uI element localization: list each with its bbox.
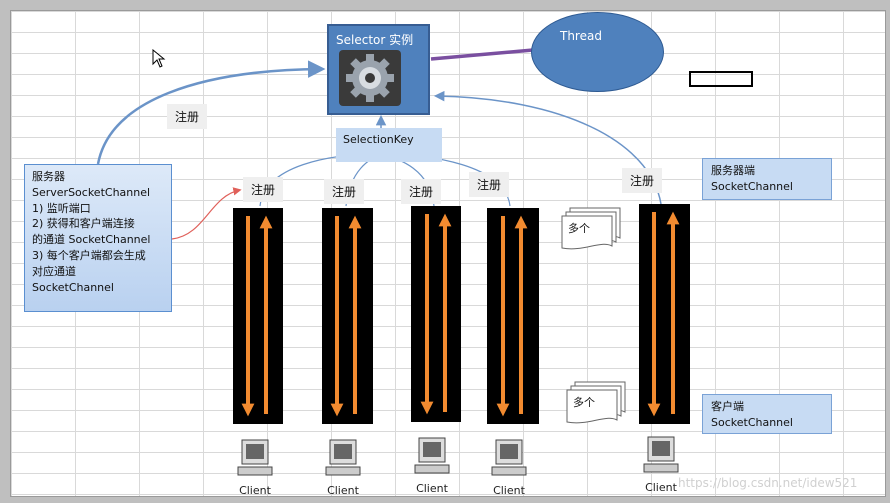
server-box-line: 的通道 SocketChannel bbox=[32, 233, 151, 247]
server-box-line: 3) 每个客户端都会生成 bbox=[32, 248, 146, 262]
client-1: Client bbox=[230, 437, 280, 499]
gear-icon bbox=[339, 50, 401, 106]
client-label: Client bbox=[493, 484, 525, 497]
document-stack-icon bbox=[561, 207, 621, 250]
register-label-4: 注册 bbox=[469, 172, 510, 197]
thread-label: Thread bbox=[560, 29, 602, 43]
server-box-line: ServerSocketChannel bbox=[32, 185, 151, 199]
watermark: https://blog.csdn.net/idew521 bbox=[678, 476, 858, 490]
selector-box: Selector 实例 bbox=[327, 24, 430, 115]
client-side-line2: SocketChannel bbox=[711, 416, 793, 429]
server-box-line: 2) 获得和客户端连接 bbox=[32, 217, 135, 231]
client-label: Client bbox=[239, 484, 271, 497]
multiple-stack-top: 多个 bbox=[560, 206, 626, 252]
selectionkey-label: SelectionKey bbox=[336, 128, 442, 162]
selected-cell[interactable] bbox=[689, 71, 753, 87]
channel-2 bbox=[322, 208, 373, 424]
server-box-line: 服务器 bbox=[32, 170, 65, 183]
server-socket-channel-box: 服务器 ServerSocketChannel 1) 监听端口 2) 获得和客户… bbox=[24, 164, 172, 312]
register-label-1: 注册 bbox=[243, 177, 284, 202]
computer-icon bbox=[237, 439, 273, 476]
register-label-5: 注册 bbox=[622, 168, 663, 193]
server-box-line: SocketChannel bbox=[32, 280, 114, 294]
server-box-line: 1) 监听端口 bbox=[32, 201, 91, 215]
channel-4 bbox=[487, 208, 539, 424]
register-label-server: 注册 bbox=[167, 104, 208, 129]
server-register-arrow bbox=[96, 60, 326, 165]
server-to-register-link bbox=[171, 187, 242, 240]
computer-icon bbox=[414, 437, 450, 474]
client-5: Client bbox=[636, 434, 686, 496]
document-stack-icon bbox=[566, 381, 626, 424]
multiple-label-bottom: 多个 bbox=[573, 396, 595, 409]
multiple-stack-bottom: 多个 bbox=[565, 380, 631, 426]
client-label: Client bbox=[327, 484, 359, 497]
channel-1 bbox=[233, 208, 283, 424]
register-label-3: 注册 bbox=[401, 179, 442, 204]
client-4: Client bbox=[484, 437, 534, 499]
client-2: Client bbox=[318, 437, 368, 499]
computer-icon bbox=[491, 439, 527, 476]
mouse-cursor-icon bbox=[152, 49, 166, 68]
server-side-label: 服务器端 SocketChannel bbox=[702, 158, 832, 200]
client-3: Client bbox=[407, 435, 457, 497]
client-side-label: 客户端 SocketChannel bbox=[702, 394, 832, 434]
server-side-line1: 服务器端 bbox=[711, 164, 755, 177]
selector-title: Selector 实例 bbox=[336, 33, 414, 47]
client-label: Client bbox=[645, 481, 677, 494]
register-label-2: 注册 bbox=[324, 179, 365, 204]
computer-icon bbox=[325, 439, 361, 476]
thread-link bbox=[430, 48, 534, 61]
client-side-line1: 客户端 bbox=[711, 400, 744, 413]
server-box-line: 对应通道 bbox=[32, 264, 76, 278]
channel-5 bbox=[639, 204, 690, 424]
client-label: Client bbox=[416, 482, 448, 495]
thread-ellipse: Thread bbox=[531, 12, 664, 92]
computer-icon bbox=[643, 436, 679, 473]
multiple-label-top: 多个 bbox=[568, 222, 590, 235]
channel-3 bbox=[411, 206, 461, 422]
server-side-line2: SocketChannel bbox=[711, 180, 793, 193]
